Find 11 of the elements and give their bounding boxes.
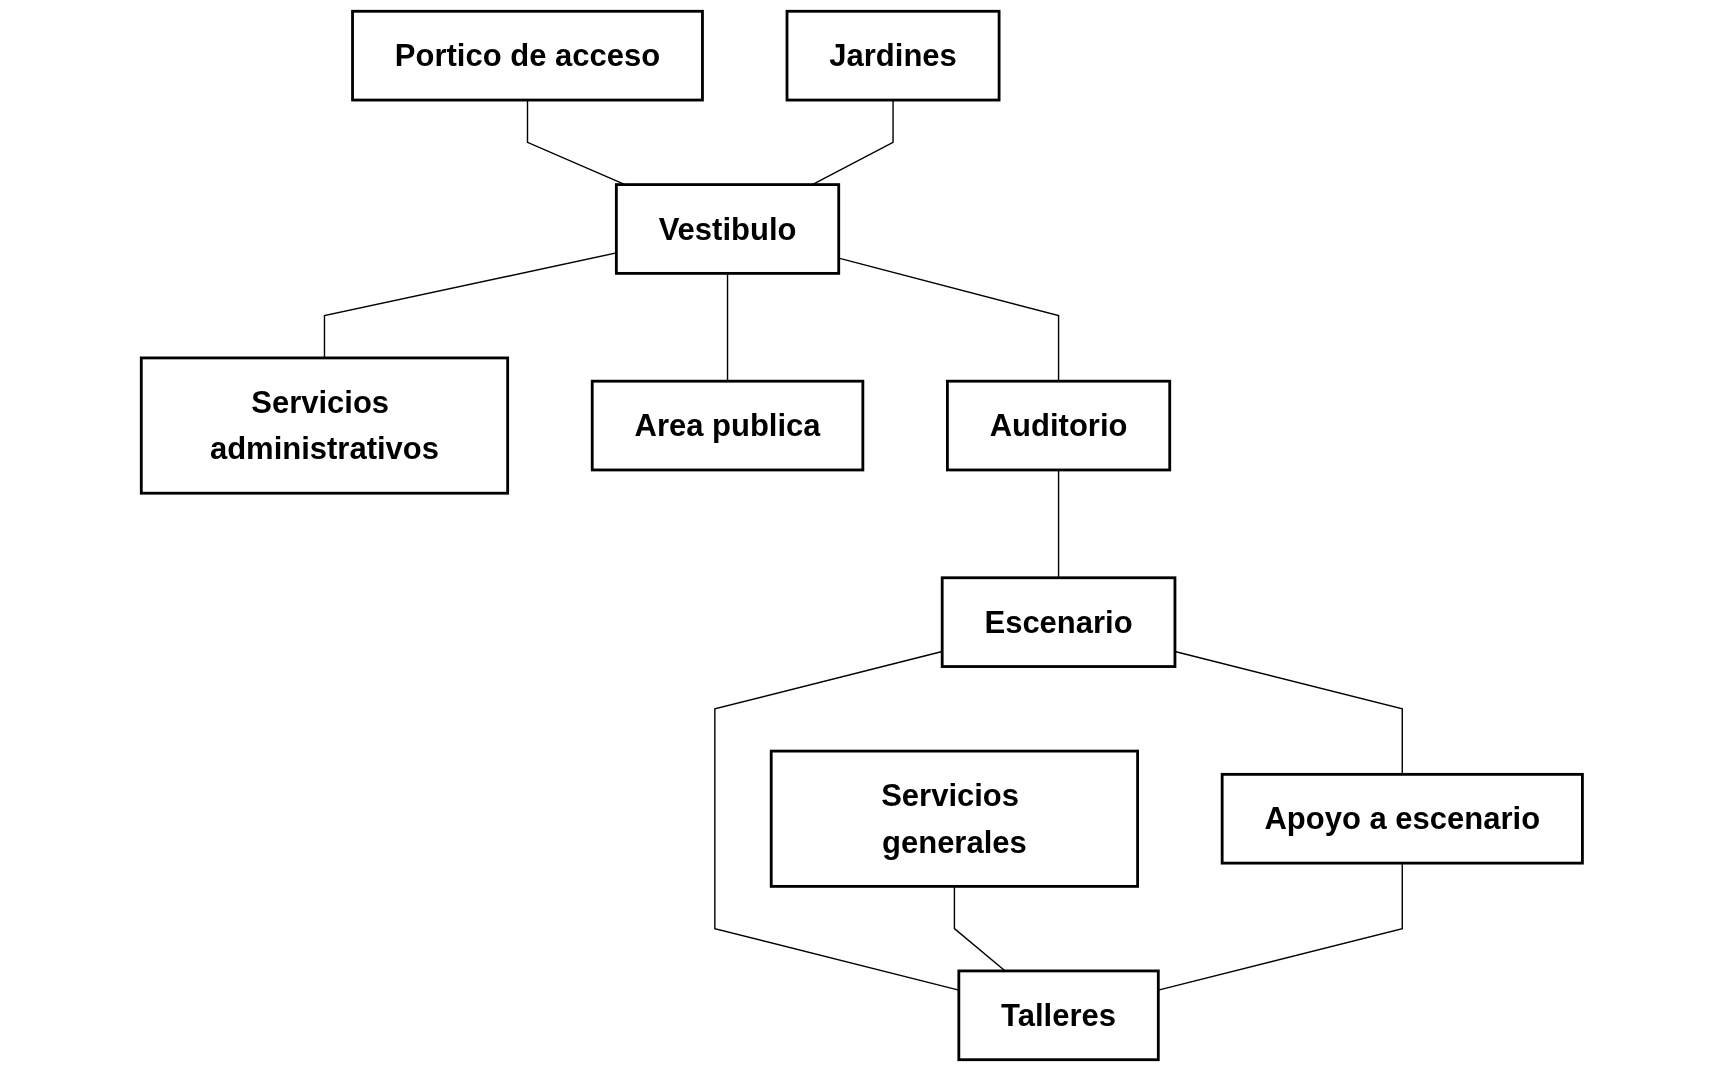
- node-box: Apoyo a escenario: [1220, 772, 1584, 865]
- node-box: Auditorio: [946, 379, 1172, 472]
- node-box: Area publica: [590, 379, 865, 472]
- node-box: Servicios generales: [769, 749, 1140, 888]
- node-box: Vestibulo: [615, 183, 841, 275]
- node-box: Servicios administrativos: [140, 356, 510, 495]
- node-box: Escenario: [940, 576, 1177, 668]
- node-box: Jardines: [785, 9, 1001, 102]
- connector: [838, 257, 1060, 382]
- node-box: Portico de acceso: [351, 9, 705, 102]
- node-box: Talleres: [957, 969, 1160, 1062]
